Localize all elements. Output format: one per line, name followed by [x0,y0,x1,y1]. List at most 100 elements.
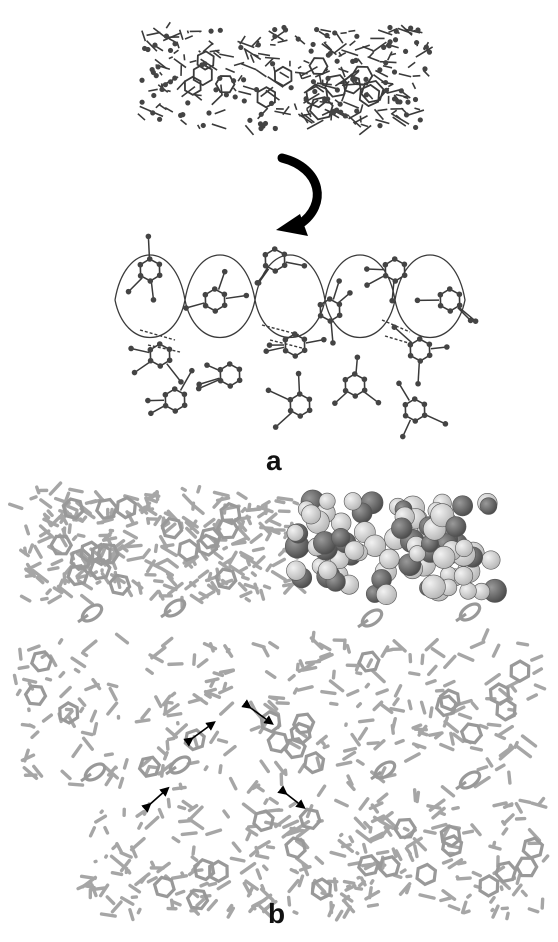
stick-bond [255,868,263,880]
stick-bond [471,870,483,878]
stick-bond [392,639,407,653]
stick-bond [268,796,279,805]
aromatic-ring [298,807,322,831]
atom [221,268,228,275]
stick-bond [258,521,271,535]
stick-bond [346,780,356,792]
atom [310,79,317,85]
aromatic-ring [115,495,137,520]
atom [189,367,195,374]
stick-bond [144,559,162,570]
aromatic-ring [193,857,216,882]
stick-bond [439,896,453,903]
ball-and-stick-layer-view [114,233,479,440]
stick-bond [425,679,437,686]
stick-bond [237,581,248,592]
atom [167,79,174,85]
stick-bond [153,543,159,554]
stick-bond [19,594,32,603]
stick-bond [491,643,501,658]
stick-bond [171,785,187,791]
atom [354,108,360,114]
hydrogen-bond-dash [269,339,303,349]
stick-bond [149,589,160,601]
interlayer-distance-arrows [141,699,306,813]
macrocycle-backbone [394,254,466,338]
stick-bond [49,514,62,528]
stick-bond [81,736,94,751]
atom [258,125,264,132]
stick-bond [180,831,198,837]
double-arrow-icon [141,786,170,813]
bond-line [382,64,393,69]
hydrogen-bond-dash [147,344,181,353]
stick-bond [47,594,62,605]
stick-bond [159,566,174,577]
stick-bond [404,846,412,856]
stick-bond [216,880,232,891]
atom [281,262,288,269]
stick-bond [394,738,405,746]
bond-line [414,107,421,111]
stick-bond [270,696,279,701]
stick-bond [62,709,74,722]
bond-line [255,69,267,78]
bond-line [335,32,344,44]
bond-line [358,124,372,136]
stick-bond [342,879,356,885]
bond-line [359,115,362,123]
aromatic-ring [219,501,242,526]
stick-bond [222,545,228,551]
stick-bond [294,856,310,869]
stick-bond [315,756,322,770]
stick-bond [527,907,540,914]
stick-bond [462,909,471,915]
light-atom-sphere [481,550,501,570]
bond-line [166,363,182,383]
bond-line [407,61,416,69]
stick-bond [108,686,118,702]
stick-bond [246,559,251,567]
stick-bond [249,849,259,858]
stick-bond [339,832,344,838]
atom [145,397,151,404]
atom [422,66,428,72]
bond-line [208,40,214,46]
stick-bond [50,558,64,567]
stick-bond [52,586,64,595]
atom [444,344,450,350]
hydrogen-bond-dash [139,329,176,341]
stick-bond [364,682,371,689]
stick-bond [353,816,367,830]
stick-bond [501,827,509,836]
stick-bond [292,910,299,915]
bond-line [137,113,146,121]
stick-bond [95,580,102,585]
stick-bond [476,765,489,772]
stick-bond [26,644,41,652]
stick-bond [530,654,544,662]
stick-bond [110,900,123,914]
bond-line [355,357,359,375]
bond-line [301,74,312,80]
aromatic-ring [152,875,176,899]
stick-bond [134,718,151,724]
atom [414,39,420,46]
stick-bond [469,640,486,650]
atom [411,396,418,402]
stick-bond [370,669,386,684]
atom [202,302,209,309]
stick-bond [407,699,413,711]
stick-bond [494,763,506,772]
aromatic-ring [219,363,241,387]
bond-line [211,123,227,130]
stick-bond [254,853,270,860]
stick-bond [32,764,44,778]
stick-bond [241,575,250,581]
stick-bond [98,883,110,898]
bond-line [338,67,349,73]
aromatic-ring [139,258,161,282]
stick-bond [264,512,278,524]
atom [321,336,327,343]
stick-bond [190,855,199,862]
